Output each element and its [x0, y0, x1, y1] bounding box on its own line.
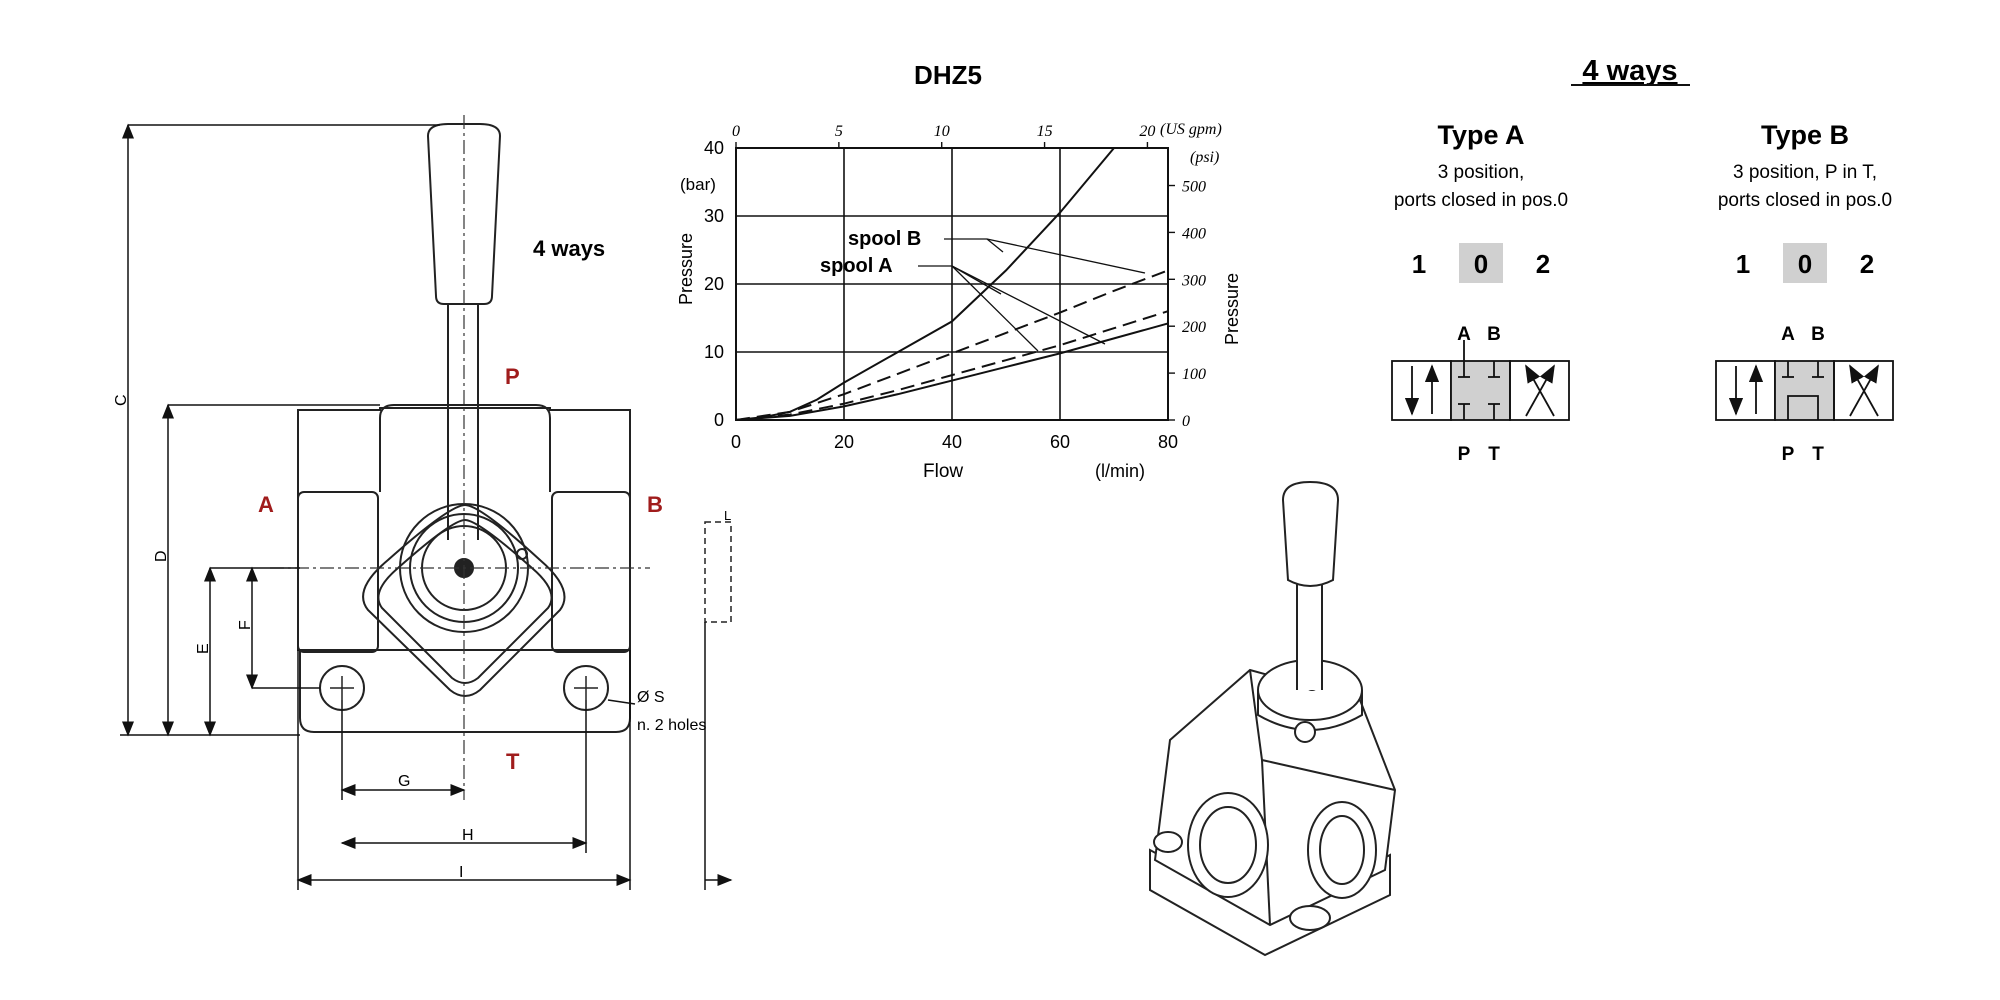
dim-g-label: G	[398, 773, 410, 790]
drawing-ways-label: 4 ways	[533, 236, 605, 261]
port-a-label: A	[258, 492, 274, 517]
y-tick-label: 10	[704, 342, 724, 362]
series-line-3	[735, 310, 1169, 421]
dim-d-label: D	[153, 550, 170, 562]
hub-detent	[516, 548, 528, 560]
port-p-boss	[379, 404, 551, 492]
chart-left-axis-label: Pressure	[676, 233, 696, 305]
type-a-desc-1: 3 position,	[1438, 162, 1525, 183]
chart-grid	[735, 147, 1169, 421]
hole-note-count: n. 2 holes	[637, 717, 706, 734]
y-tick-label: 0	[714, 410, 724, 430]
chart-bottom-axis-label: Flow	[923, 461, 963, 482]
hole-note-size: Ø S	[637, 689, 665, 706]
dim-c-label: C	[113, 394, 130, 406]
right-tick-label: 0	[1182, 413, 1190, 430]
top-tick-label: 0	[732, 123, 740, 140]
schemes-heading: 4 ways	[1582, 55, 1677, 87]
chart-left-unit: (bar)	[680, 175, 716, 194]
type-b-port-p: P	[1782, 444, 1795, 465]
type-b-pos2: 2	[1860, 249, 1874, 279]
chart-right-axis-label: Pressure	[1222, 273, 1242, 345]
dim-l-label: L	[724, 508, 731, 523]
valve-3d-icon	[1149, 480, 1397, 957]
right-tick-label: 200	[1182, 319, 1206, 336]
type-a-pos2: 2	[1536, 249, 1550, 279]
right-tick-label: 300	[1181, 272, 1206, 289]
type-b-port-t: T	[1812, 444, 1824, 465]
port-a-boss	[297, 491, 379, 653]
type-a-title: Type A	[1437, 120, 1524, 150]
type-a-pos0: 0	[1474, 249, 1488, 279]
chart-right-unit: (psi)	[1190, 149, 1219, 166]
valve-3d-base-hole	[1289, 905, 1331, 931]
type-b-pos0-highlight	[1783, 243, 1827, 283]
port-b-boss	[551, 491, 631, 653]
type-a-pos0-highlight	[1459, 243, 1503, 283]
type-a-port-p: P	[1458, 444, 1471, 465]
valve-front-drawing	[297, 123, 732, 733]
type-a-port-a: A	[1457, 324, 1471, 345]
port-b-label: B	[647, 492, 663, 517]
type-a-port-t: T	[1488, 444, 1500, 465]
chart-series	[735, 147, 1169, 421]
type-b-desc-1: 3 position, P in T,	[1733, 162, 1877, 183]
right-tick-label: 100	[1182, 366, 1206, 383]
top-tick-label: 5	[835, 123, 843, 140]
centerlines	[270, 115, 650, 800]
dim-e-label: E	[195, 643, 212, 654]
port-p-label: P	[505, 364, 520, 389]
x-tick-label: 60	[1050, 432, 1070, 452]
lever-handle	[426, 123, 502, 305]
type-b-scheme: Type B 3 position, P in T, ports closed …	[1715, 120, 1894, 465]
top-tick-label: 15	[1037, 123, 1053, 140]
ways-schemes: 4 ways Type A 3 position, ports closed i…	[1391, 55, 1894, 465]
type-b-pos0: 0	[1798, 249, 1812, 279]
series-line-1	[735, 147, 1115, 421]
type-b-pos1: 1	[1736, 249, 1750, 279]
x-tick-label: 40	[942, 432, 962, 452]
right-tick-label: 500	[1182, 179, 1206, 196]
type-a-port-b: B	[1487, 324, 1501, 345]
x-tick-label: 20	[834, 432, 854, 452]
dim-i-label: I	[459, 864, 463, 881]
side-view-body	[704, 521, 732, 623]
x-tick-label: 0	[731, 432, 741, 452]
type-b-port-b: B	[1811, 324, 1825, 345]
type-b-symbol	[1715, 360, 1894, 421]
y-tick-label: 30	[704, 206, 724, 226]
chart-top-unit: (US gpm)	[1160, 121, 1222, 138]
top-tick-label: 10	[934, 123, 950, 140]
series-line-4	[735, 322, 1169, 421]
chart-bottom-unit: (l/min)	[1095, 461, 1145, 481]
type-a-pos1: 1	[1412, 249, 1426, 279]
valve-3d-rod	[1296, 577, 1323, 690]
type-a-symbol	[1391, 340, 1570, 421]
spool-a-label: spool A	[820, 255, 893, 277]
dim-h-label: H	[462, 827, 474, 844]
series-line-2	[735, 269, 1169, 421]
y-tick-label: 20	[704, 274, 724, 294]
top-tick-label: 20	[1139, 123, 1155, 140]
type-b-port-a: A	[1781, 324, 1795, 345]
type-a-scheme: Type A 3 position, ports closed in pos.0…	[1391, 120, 1570, 465]
type-b-title: Type B	[1761, 120, 1849, 150]
valve-3d-handle	[1281, 480, 1340, 587]
spool-leader-lines	[918, 238, 1146, 352]
right-tick-label: 400	[1182, 225, 1206, 242]
type-b-desc-2: ports closed in pos.0	[1718, 190, 1892, 211]
chart-title: DHZ5	[914, 60, 982, 90]
dim-f-label: F	[237, 620, 254, 630]
spool-b-label: spool B	[848, 228, 921, 250]
y-tick-label: 40	[704, 138, 724, 158]
dimension-lines	[120, 123, 733, 890]
x-tick-label: 80	[1158, 432, 1178, 452]
type-a-desc-2: ports closed in pos.0	[1394, 190, 1568, 211]
port-t-label: T	[506, 749, 520, 774]
base-plate	[299, 650, 631, 733]
